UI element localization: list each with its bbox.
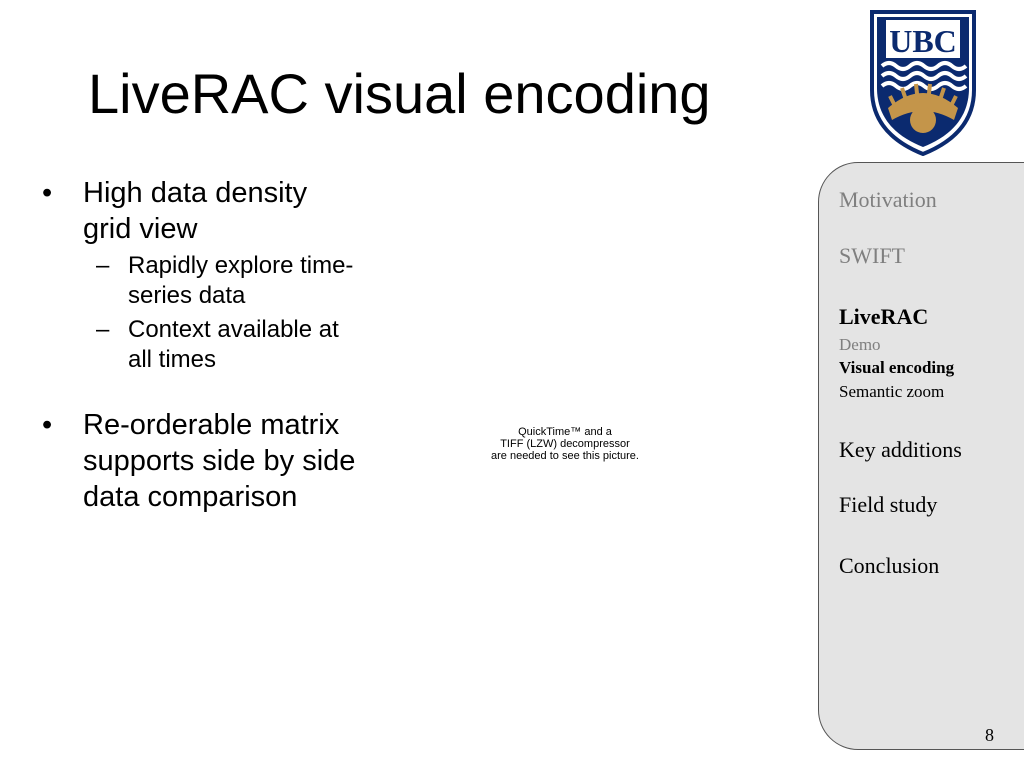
sub-bullet-mark: –	[96, 252, 110, 279]
bullet-mark: •	[42, 409, 53, 441]
page-number: 8	[985, 725, 994, 745]
placeholder-line: QuickTime™ and a	[518, 426, 612, 438]
sub-bullet-list: – Rapidly explore time-series data – Con…	[40, 251, 360, 375]
nav-item-key-additions[interactable]: Key additions	[839, 437, 962, 462]
placeholder-line: TIFF (LZW) decompressor	[500, 438, 630, 450]
sub-bullet-text: Rapidly explore time-series data	[128, 252, 354, 309]
placeholder-line: are needed to see this picture.	[491, 450, 639, 462]
nav-subitem-demo[interactable]: Demo	[839, 335, 881, 354]
nav-item-motivation[interactable]: Motivation	[839, 187, 937, 212]
nav-subitem-visual-encoding[interactable]: Visual encoding	[839, 358, 955, 377]
nav-item-field-study[interactable]: Field study	[839, 492, 938, 517]
nav-subitem-semantic-zoom[interactable]: Semantic zoom	[839, 382, 945, 401]
sub-bullet-text: Context available at all times	[128, 316, 339, 373]
ubc-logo-text: UBC	[889, 23, 957, 59]
ubc-crest-logo: UBC	[870, 10, 976, 156]
nav-item-conclusion[interactable]: Conclusion	[839, 553, 940, 578]
slide-title: LiveRAC visual encoding	[88, 62, 711, 125]
sub-bullet-item: – Context available at all times	[40, 315, 360, 375]
missing-media-placeholder: QuickTime™ and a TIFF (LZW) decompressor…	[470, 426, 660, 462]
sub-bullet-item: – Rapidly explore time-series data	[40, 251, 360, 311]
bullet-list: • High data density grid view – Rapidly …	[40, 175, 360, 515]
nav-item-swift[interactable]: SWIFT	[839, 243, 905, 268]
section-nav-panel: Motivation SWIFT LiveRAC Demo Visual enc…	[818, 162, 1024, 750]
bullet-text: High data density grid view	[83, 177, 308, 245]
bullet-item: • High data density grid view	[40, 175, 360, 247]
bullet-mark: •	[42, 177, 53, 209]
bullet-text: Re-orderable matrix supports side by sid…	[83, 409, 356, 513]
nav-item-liverac[interactable]: LiveRAC	[839, 304, 929, 329]
bullet-item: • Re-orderable matrix supports side by s…	[40, 407, 360, 515]
sub-bullet-mark: –	[96, 316, 110, 343]
